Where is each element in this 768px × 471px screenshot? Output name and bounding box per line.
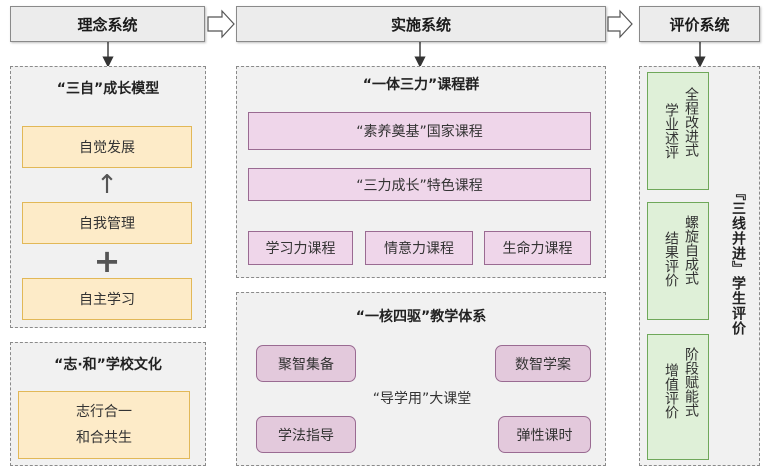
evaluation-box-result: 螺旋自成式 结果评价: [647, 202, 709, 320]
evaluation-box-process-col2: 学业述评: [663, 103, 679, 159]
learning-course-box: 学习力课程: [248, 231, 353, 265]
evaluation-box-process-col1: 全程改进式: [683, 87, 699, 157]
culture-line-2: 和合共生: [76, 430, 132, 446]
curriculum-title: “一体三力”课程群: [362, 77, 480, 93]
implementation-to-evaluation-arrow: [607, 9, 633, 39]
evaluation-box-value-added-col2: 增值评价: [663, 363, 679, 419]
up-arrow-icon: ↑: [96, 170, 118, 200]
concept-system-header: 理念系统: [10, 6, 205, 42]
implementation-system-header: 实施系统: [236, 6, 606, 42]
school-culture-title: “志·和”学校文化: [54, 357, 162, 373]
growth-item-self-development: 自觉发展: [22, 126, 192, 168]
teaching-title: “一核四驱”教学体系: [355, 309, 487, 325]
teaching-core-label: “导学用”大课堂: [372, 391, 472, 407]
evaluation-box-result-col1: 螺旋自成式: [683, 215, 699, 285]
national-curriculum-box: “素养奠基”国家课程: [248, 112, 591, 150]
plus-icon: +: [93, 242, 121, 280]
evaluation-box-process: 全程改进式 学业述评: [647, 72, 709, 190]
growth-model-title: “三自”成长模型: [56, 81, 160, 97]
evaluation-box-value-added: 阶段赋能式 增值评价: [647, 334, 709, 460]
driver-digital-plan: 数智学案: [495, 345, 591, 382]
driver-flexible-hours: 弹性课时: [498, 416, 591, 453]
evaluation-box-result-col2: 结果评价: [663, 231, 679, 287]
concept-to-implementation-arrow: [207, 9, 235, 39]
growth-item-self-management: 自我管理: [22, 202, 192, 244]
school-culture-box: 志行合一 和合共生: [18, 391, 190, 459]
driver-method-guidance: 学法指导: [256, 416, 356, 453]
featured-curriculum-box: “三力成长”特色课程: [248, 168, 591, 201]
growth-item-self-learning: 自主学习: [22, 278, 192, 320]
vitality-course-box: 生命力课程: [484, 231, 591, 265]
affection-course-box: 情意力课程: [365, 231, 473, 265]
evaluation-side-title: 『三线并进』学生评价: [730, 186, 746, 336]
evaluation-box-value-added-col1: 阶段赋能式: [683, 347, 699, 417]
driver-collective-prep: 聚智集备: [256, 345, 356, 382]
culture-line-1: 志行合一: [76, 404, 132, 420]
evaluation-system-header: 评价系统: [639, 6, 760, 42]
